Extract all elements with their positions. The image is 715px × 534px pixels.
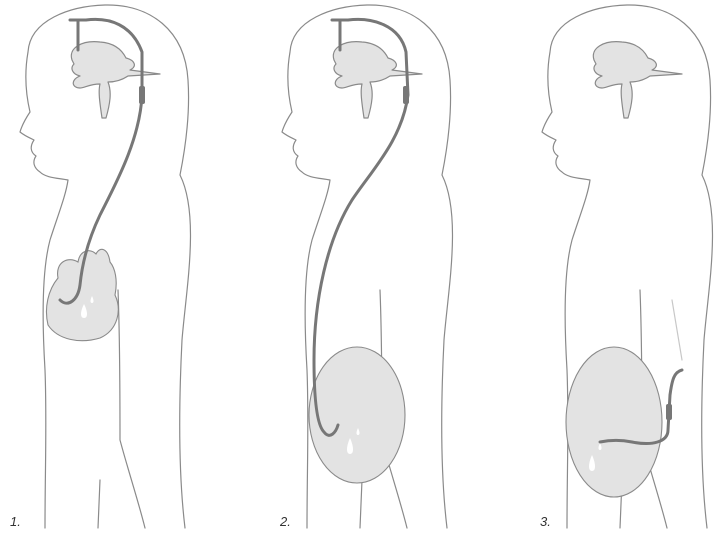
panel-3-figure [542,5,712,528]
panel-label-2: 2. [280,514,291,529]
panel-1-figure [20,5,190,528]
brain-ventricle [593,42,682,118]
panel-label-3: 3. [540,514,551,529]
panel-label-1: 1. [10,514,21,529]
abdominal-cavity [309,347,405,483]
abdominal-cavity [566,347,662,497]
brain-ventricle [71,42,160,118]
shunt-valve [666,404,672,420]
panel-2-figure [282,5,452,528]
shunt-valve [403,86,409,104]
shunt-valve [139,86,145,104]
spinal-line [672,300,682,360]
